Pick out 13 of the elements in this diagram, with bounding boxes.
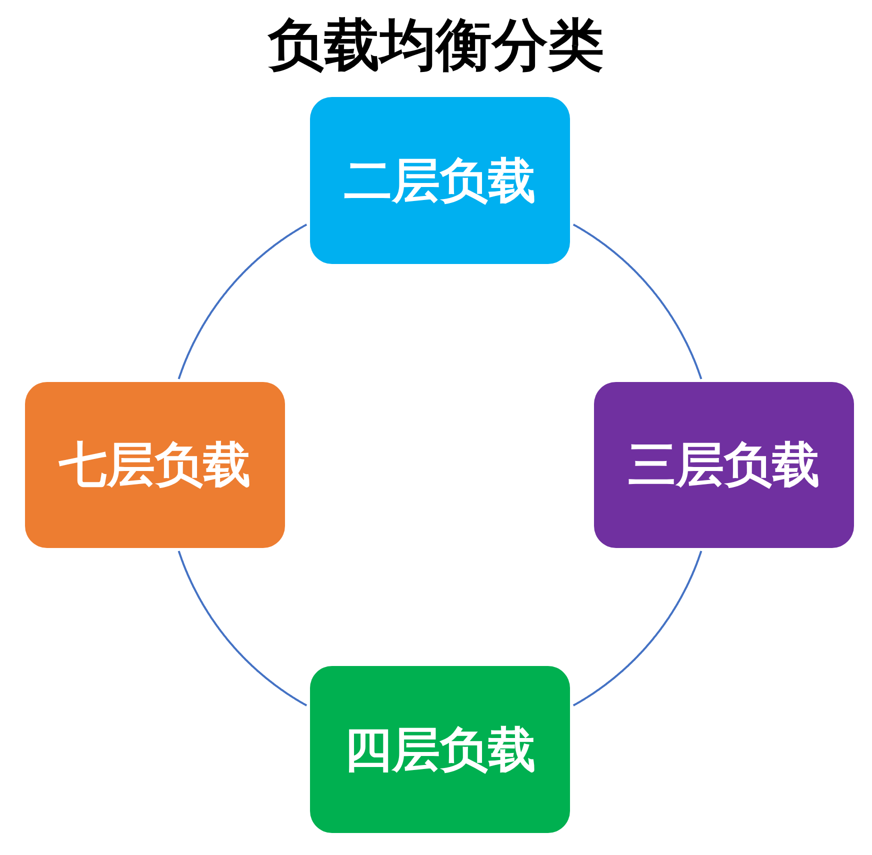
- box-label: 七层负载: [59, 436, 251, 495]
- connector-arc: [178, 224, 308, 380]
- category-box: [310, 666, 570, 833]
- title: 负载均衡分类: [266, 12, 605, 80]
- box-label: 二层负载: [344, 152, 536, 210]
- box-label: 三层负载: [628, 436, 820, 495]
- category-box: [594, 382, 854, 548]
- category-box: [310, 97, 570, 264]
- connector-arc: [572, 550, 702, 706]
- box-label: 四层负载: [344, 720, 536, 780]
- connector-arc: [572, 224, 702, 380]
- category-box: [25, 382, 285, 548]
- connector-arc: [178, 550, 308, 706]
